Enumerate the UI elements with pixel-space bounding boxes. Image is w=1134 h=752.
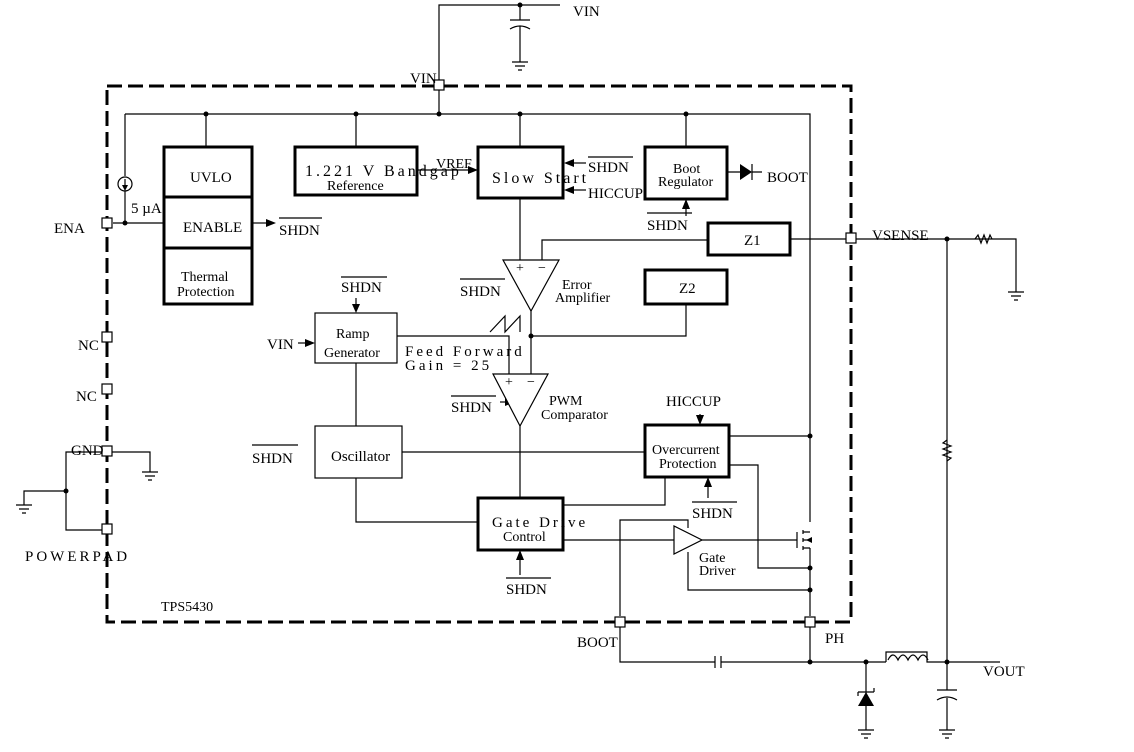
powerpad-pin-label: POWERPAD [25, 549, 130, 565]
pins [101, 79, 857, 628]
ph-pin [804, 616, 816, 628]
current-source-symbol [117, 176, 133, 192]
uvlo-dividers [164, 195, 252, 250]
gnd-pin-label: GND [71, 443, 104, 459]
ramp-label-1: Ramp [336, 327, 369, 342]
shdn-pwm-signal: SHDN [451, 395, 496, 416]
error-amplifier-symbol [501, 259, 561, 313]
vref-label: VREF [436, 157, 472, 172]
svg-text:SHDN: SHDN [451, 400, 492, 416]
boot-output-label: BOOT [767, 170, 808, 186]
pwm-label-1: PWM [549, 394, 583, 409]
pwm-label-2: Comparator [541, 408, 608, 423]
svg-text:SHDN: SHDN [692, 506, 733, 522]
boot-pin-label: BOOT [577, 635, 618, 651]
boot-regulator-label-2: Regulator [658, 175, 714, 190]
gnd-pin [101, 445, 113, 457]
z1-block [706, 221, 792, 257]
svg-text:SHDN: SHDN [506, 582, 547, 598]
gate-drive-control-block [476, 496, 565, 552]
bandgap-label-2: Reference [327, 179, 384, 194]
vsense-pin-label: VSENSE [872, 228, 929, 244]
gate-drive-label-1: Gate Drive [492, 515, 588, 531]
error-amp-plus: + [516, 261, 524, 276]
junction-dots [63, 2, 950, 665]
boot-regulator-label-1: Boot [673, 162, 700, 177]
hiccup-oc-signal: HICCUP [666, 394, 721, 410]
slow-start-label: Slow Start [492, 170, 589, 187]
ramp-label-2: Generator [324, 346, 380, 361]
internal-wiring [16, 90, 1024, 739]
powerpad-pin [101, 523, 113, 535]
uvlo-label: UVLO [190, 170, 232, 186]
svg-text:SHDN: SHDN [341, 280, 382, 296]
nc-pin-label-1: NC [78, 338, 99, 354]
uvlo-enable-thermal-block [162, 145, 254, 306]
svg-text:SHDN: SHDN [647, 218, 688, 234]
shdn-boot-signal: SHDN [647, 212, 692, 234]
vin-supply-label: VIN [573, 4, 600, 20]
chip-boundary [105, 84, 853, 624]
shdn-error-signal: SHDN [460, 278, 505, 300]
svg-text:SHDN: SHDN [588, 160, 629, 176]
pwm-comparator-symbol [492, 373, 550, 428]
pwm-plus: + [505, 375, 513, 390]
shdn-oc-signal: SHDN [692, 501, 737, 522]
chip-name: TPS5430 [161, 600, 213, 615]
svg-text:SHDN: SHDN [279, 223, 320, 239]
overcurrent-protection-block [643, 423, 731, 479]
feed-forward-label-1: Feed Forward [405, 344, 525, 360]
slow-start-block [476, 145, 565, 200]
shdn-osc-signal: SHDN [252, 444, 298, 467]
svg-text:SHDN: SHDN [460, 284, 501, 300]
vin-pin-label: VIN [410, 71, 437, 87]
vout-label: VOUT [983, 664, 1025, 680]
ramp-generator-block [314, 312, 398, 364]
ena-pin [101, 217, 113, 229]
oscillator-block [314, 425, 403, 479]
pwm-minus: − [527, 375, 535, 390]
nc-pin-1 [101, 331, 113, 343]
error-amp-label-2: Amplifier [555, 291, 611, 306]
ph-pin-label: PH [825, 631, 844, 647]
vin-pin [433, 79, 445, 91]
thermal-label-2: Protection [177, 285, 235, 300]
feed-forward-label-2: Gain = 25 [405, 358, 492, 374]
bandgap-reference-block [293, 145, 419, 197]
boot-regulator-block [643, 145, 729, 201]
hiccup-slow-start-signal: HICCUP [588, 186, 643, 202]
gate-driver-symbol [673, 525, 704, 555]
bandgap-label-1: 1.221 V Bandgap [305, 163, 462, 180]
vin-supply-network [438, 4, 560, 83]
z1-label: Z1 [744, 233, 761, 249]
boot-pin [614, 616, 626, 628]
vsense-pin [845, 232, 857, 244]
z2-block [643, 268, 729, 306]
error-amp-minus: − [538, 261, 546, 276]
gate-driver-label-1: Gate [699, 551, 725, 566]
shdn-slow-start-signal: SHDN [588, 156, 633, 176]
error-amp-label-1: Error [562, 278, 592, 293]
thermal-label-1: Thermal [181, 270, 229, 285]
oscillator-label: Oscillator [331, 449, 390, 465]
ena-pin-label: ENA [54, 221, 85, 237]
vin-ramp-signal: VIN [267, 337, 294, 353]
nc-pin-2 [101, 383, 113, 395]
svg-text:SHDN: SHDN [252, 451, 293, 467]
gate-drive-label-2: Control [503, 530, 546, 545]
overcurrent-label-2: Protection [659, 457, 717, 472]
nc-pin-label-2: NC [76, 389, 97, 405]
shdn-enable-signal: SHDN [279, 217, 322, 239]
z2-label: Z2 [679, 281, 696, 297]
shdn-gate-signal: SHDN [506, 577, 551, 598]
gate-driver-label-2: Driver [699, 564, 736, 579]
shdn-ramp-signal: SHDN [341, 276, 387, 296]
current-source-label: 5 µA [131, 201, 162, 217]
overcurrent-label-1: Overcurrent [652, 443, 720, 458]
enable-label: ENABLE [183, 220, 242, 236]
